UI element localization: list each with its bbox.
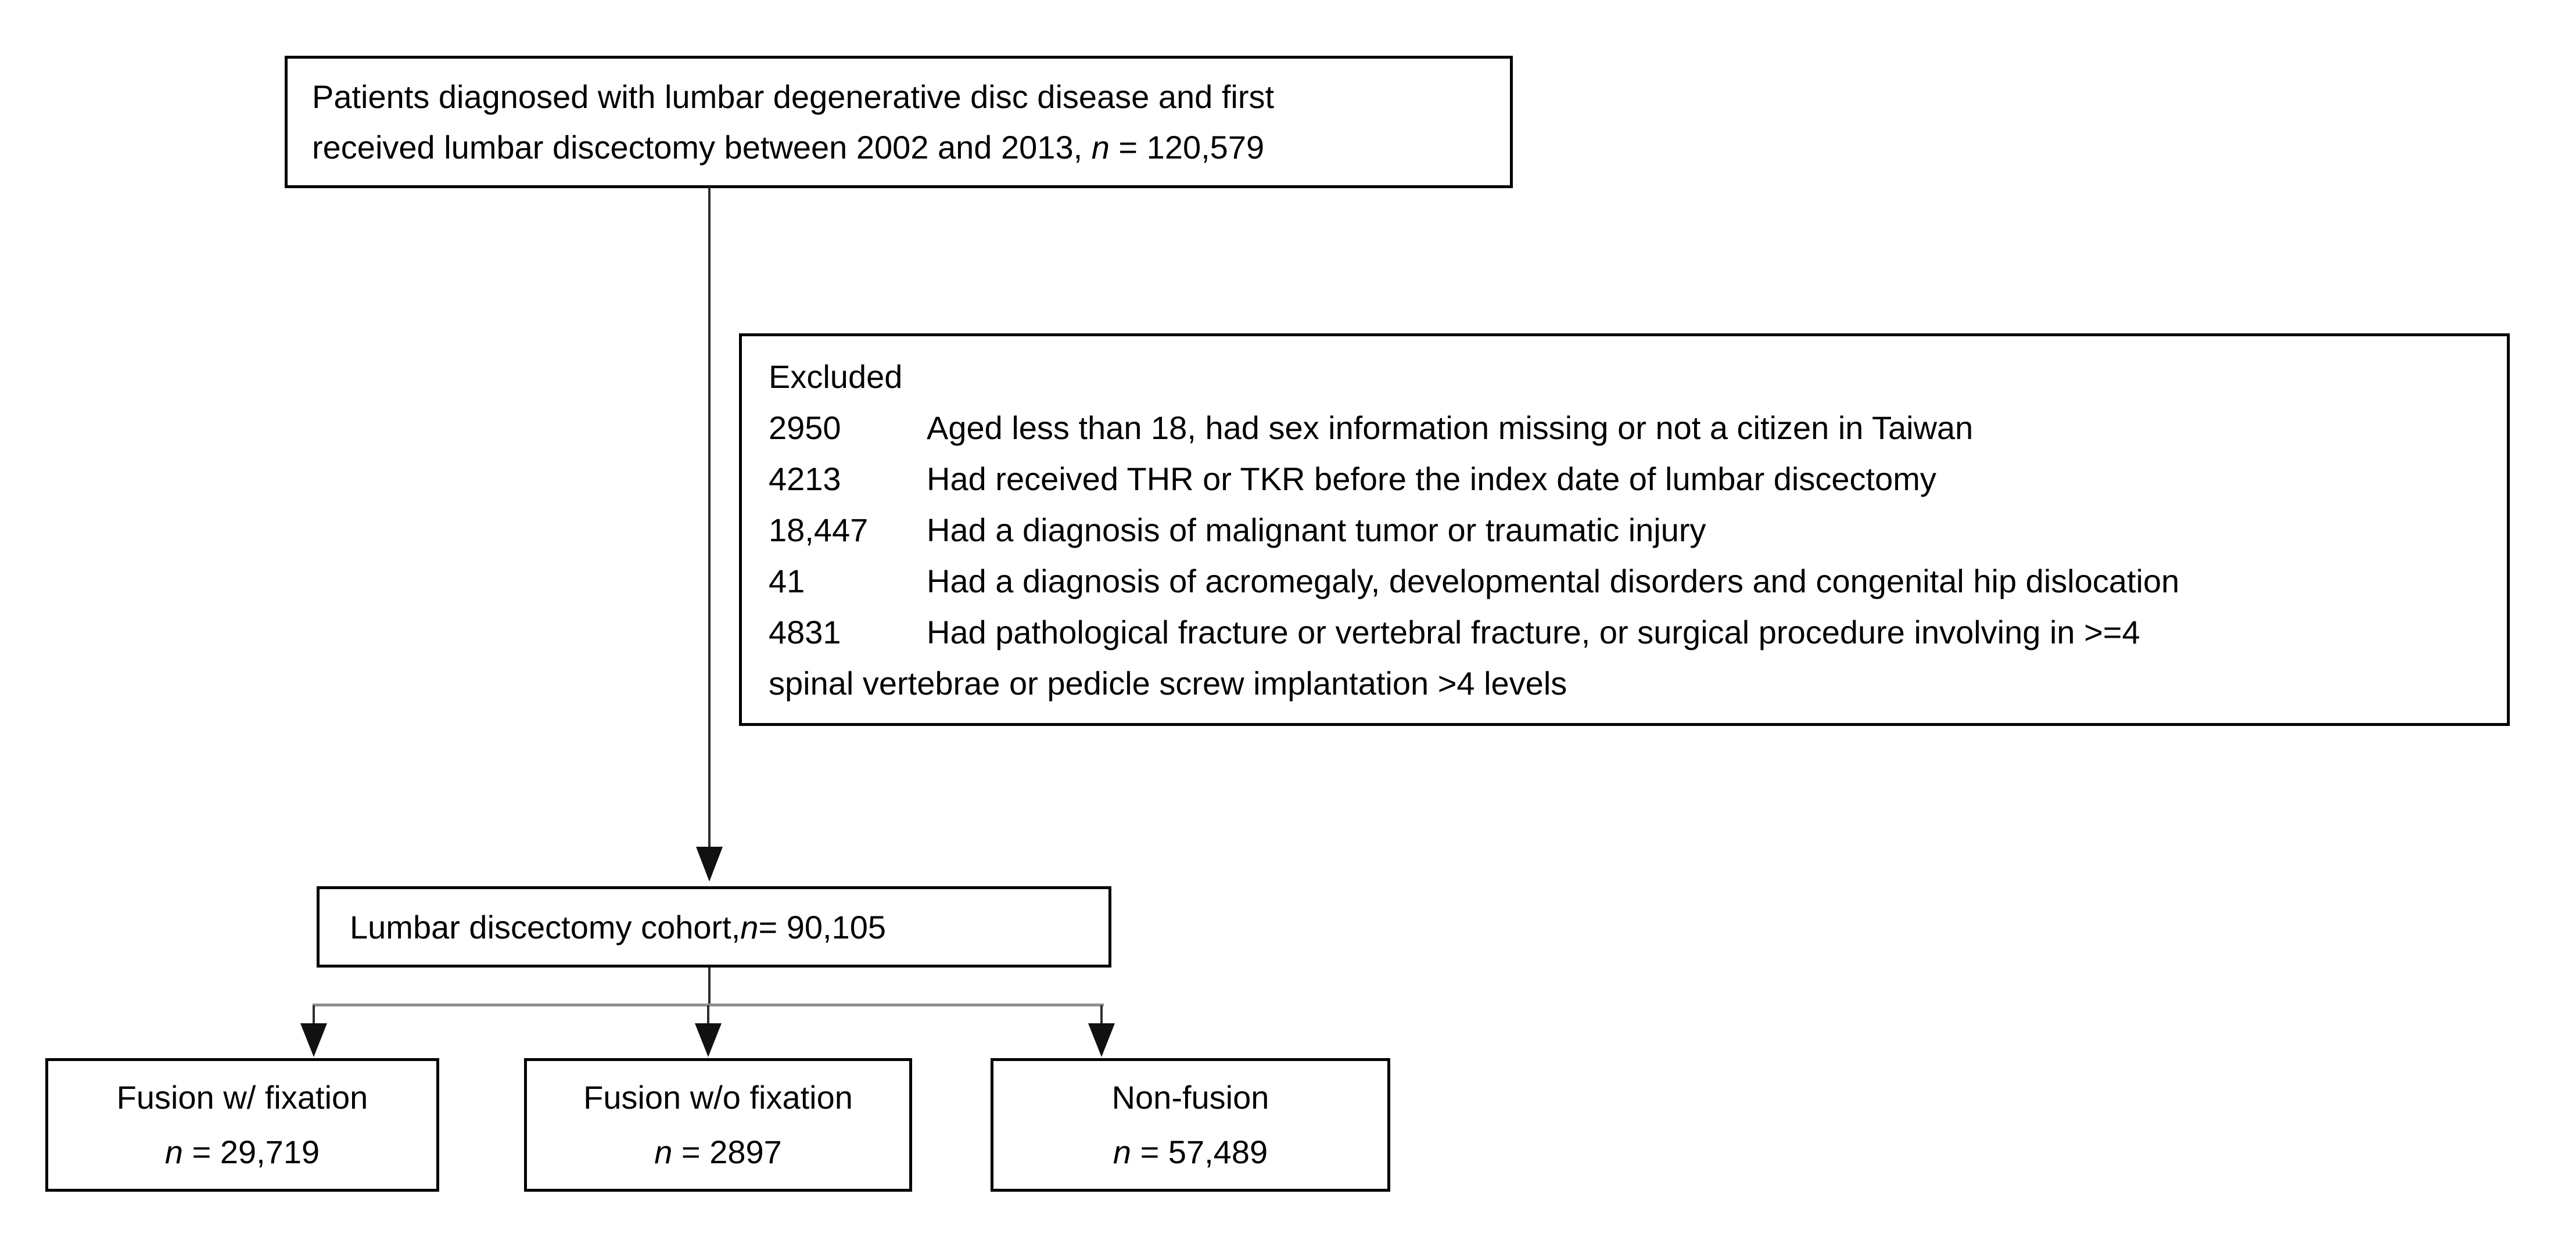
excluded-reason: Had received THR or TKR before the index…	[927, 461, 1936, 497]
group-label: Fusion w/o fixation	[583, 1079, 853, 1116]
excluded-title: Excluded	[769, 358, 903, 395]
group-box-fusion-with-fixation: Fusion w/ fixation n = 29,719	[45, 1058, 439, 1192]
arrowhead-down-icon	[696, 847, 723, 882]
group-label: Fusion w/ fixation	[116, 1079, 368, 1116]
branch-drop-line	[707, 1005, 709, 1024]
excluded-row: 18,447 Had a diagnosis of malignant tumo…	[769, 505, 2489, 556]
source-population-box: Patients diagnosed with lumbar degenerat…	[285, 56, 1513, 188]
excluded-count: 4831	[769, 614, 841, 650]
group-count: = 57,489	[1131, 1134, 1268, 1170]
arrowhead-down-icon	[695, 1023, 722, 1057]
group-count-line: n = 57,489	[993, 1125, 1387, 1180]
branch-drop-line	[313, 1005, 315, 1024]
excluded-box: Excluded 2950 Aged less than 18, had sex…	[739, 333, 2510, 726]
arrowhead-down-icon	[1088, 1023, 1115, 1057]
excluded-count: 18,447	[769, 512, 869, 548]
excluded-row: 2950 Aged less than 18, had sex informat…	[769, 402, 2489, 454]
group-box-fusion-without-fixation: Fusion w/o fixation n = 2897	[524, 1058, 912, 1192]
branch-horizontal-line	[313, 1004, 1104, 1006]
group-count-line: n = 29,719	[48, 1125, 436, 1180]
excluded-row: 4213 Had received THR or TKR before the …	[769, 454, 2489, 505]
excluded-reason: Had a diagnosis of acromegaly, developme…	[927, 563, 2180, 599]
n-symbol: n	[1113, 1134, 1132, 1170]
excluded-row: 4831 Had pathological fracture or verteb…	[769, 607, 2489, 658]
n-symbol: n	[740, 908, 759, 945]
cohort-count: = 90,105	[758, 908, 886, 945]
source-population-line2: received lumbar discectomy between 2002 …	[312, 122, 1498, 172]
excluded-reason: Had a diagnosis of malignant tumor or tr…	[927, 512, 1706, 548]
excluded-count: 41	[769, 563, 805, 599]
n-symbol: n	[1091, 129, 1110, 166]
excluded-reason: Aged less than 18, had sex information m…	[927, 409, 1974, 446]
source-population-count: = 120,579	[1109, 129, 1265, 166]
connector-cohort-to-branch	[708, 968, 711, 1005]
excluded-count: 2950	[769, 409, 841, 446]
arrowhead-down-icon	[300, 1023, 327, 1057]
source-population-line1: Patients diagnosed with lumbar degenerat…	[312, 78, 1275, 115]
group-count-line: n = 2897	[527, 1125, 909, 1180]
source-population-line2-text: received lumbar discectomy between 2002 …	[312, 129, 1092, 166]
n-symbol: n	[164, 1134, 184, 1170]
group-label: Non-fusion	[1111, 1079, 1269, 1116]
group-count: = 29,719	[183, 1134, 320, 1170]
group-box-non-fusion: Non-fusion n = 57,489	[991, 1058, 1390, 1192]
cohort-box: Lumbar discectomy cohort, n = 90,105	[317, 886, 1111, 968]
cohort-label: Lumbar discectomy cohort,	[350, 908, 741, 945]
group-count: = 2897	[672, 1134, 782, 1170]
connector-source-to-cohort	[708, 187, 711, 848]
n-symbol: n	[654, 1134, 673, 1170]
excluded-reason-continuation: spinal vertebrae or pedicle screw implan…	[769, 665, 1567, 702]
branch-drop-line	[1100, 1005, 1103, 1024]
excluded-reason: Had pathological fracture or vertebral f…	[927, 614, 2140, 650]
excluded-row: 41 Had a diagnosis of acromegaly, develo…	[769, 556, 2489, 607]
excluded-count: 4213	[769, 461, 841, 497]
